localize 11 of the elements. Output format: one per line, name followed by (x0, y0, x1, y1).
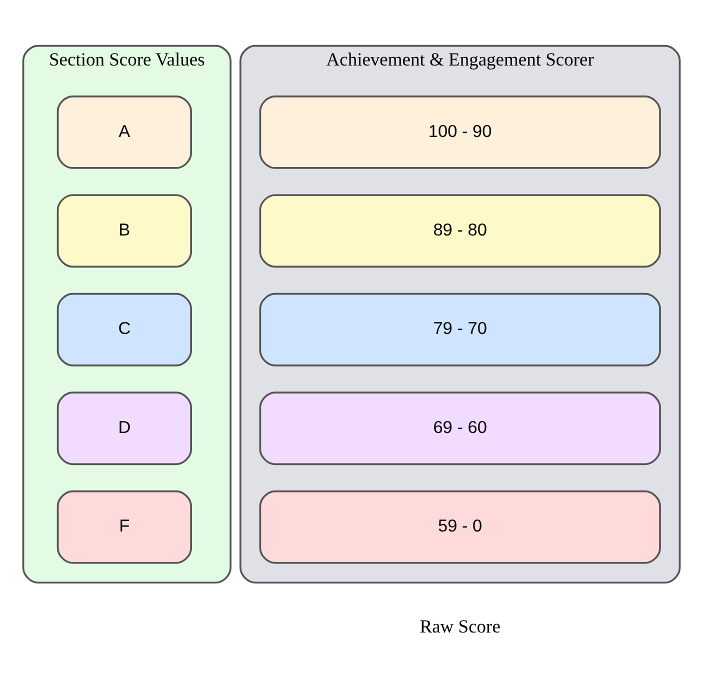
node-box: 79 - 70 (259, 292, 661, 366)
node-box: 69 - 60 (259, 392, 661, 466)
node-box: F (56, 490, 192, 564)
node-box: D (56, 392, 192, 466)
node-box: C (56, 292, 192, 366)
node-box: 89 - 80 (259, 194, 661, 268)
node-box: 59 - 0 (259, 490, 661, 564)
node-box: A (56, 95, 192, 169)
node-box: 100 - 90 (259, 95, 661, 169)
label: Raw Score (420, 618, 500, 638)
node-box: B (56, 194, 192, 268)
